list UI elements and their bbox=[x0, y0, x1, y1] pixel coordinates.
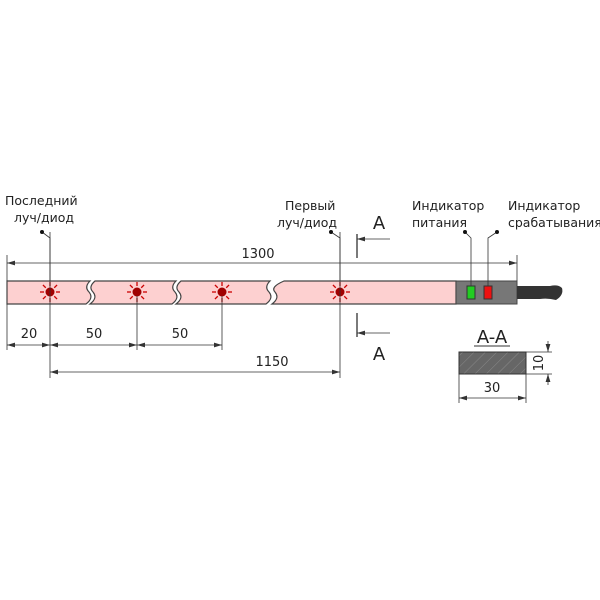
label-trigger-indicator-2: срабатывания bbox=[508, 215, 600, 230]
section-profile bbox=[458, 351, 527, 375]
label-first-beam-2: луч/диод bbox=[277, 215, 337, 230]
label-last-beam-2: луч/диод bbox=[14, 210, 74, 225]
cable bbox=[517, 285, 563, 300]
section-title: A-A bbox=[477, 327, 508, 348]
dim-pitch-1: 50 bbox=[86, 327, 103, 342]
power-led bbox=[466, 285, 476, 300]
dim-beam-span: 1150 bbox=[255, 355, 288, 370]
dim-edge: 20 bbox=[21, 327, 38, 342]
label-power-indicator-1: Индикатор bbox=[412, 198, 484, 213]
section-marker-bottom: A bbox=[373, 344, 386, 365]
label-power-indicator-2: питания bbox=[412, 215, 467, 230]
dim-pitch-2: 50 bbox=[172, 327, 189, 342]
label-trigger-indicator-1: Индикатор bbox=[508, 198, 580, 213]
dim-section-width: 30 bbox=[484, 381, 501, 396]
dim-total: 1300 bbox=[241, 247, 274, 262]
diode-icon bbox=[212, 282, 232, 302]
trigger-led bbox=[483, 285, 493, 300]
label-first-beam-1: Первый bbox=[285, 198, 335, 213]
section-marker-top: A bbox=[373, 213, 386, 234]
dim-section-height: 10 bbox=[532, 355, 547, 372]
label-last-beam-1: Последний bbox=[5, 193, 78, 208]
